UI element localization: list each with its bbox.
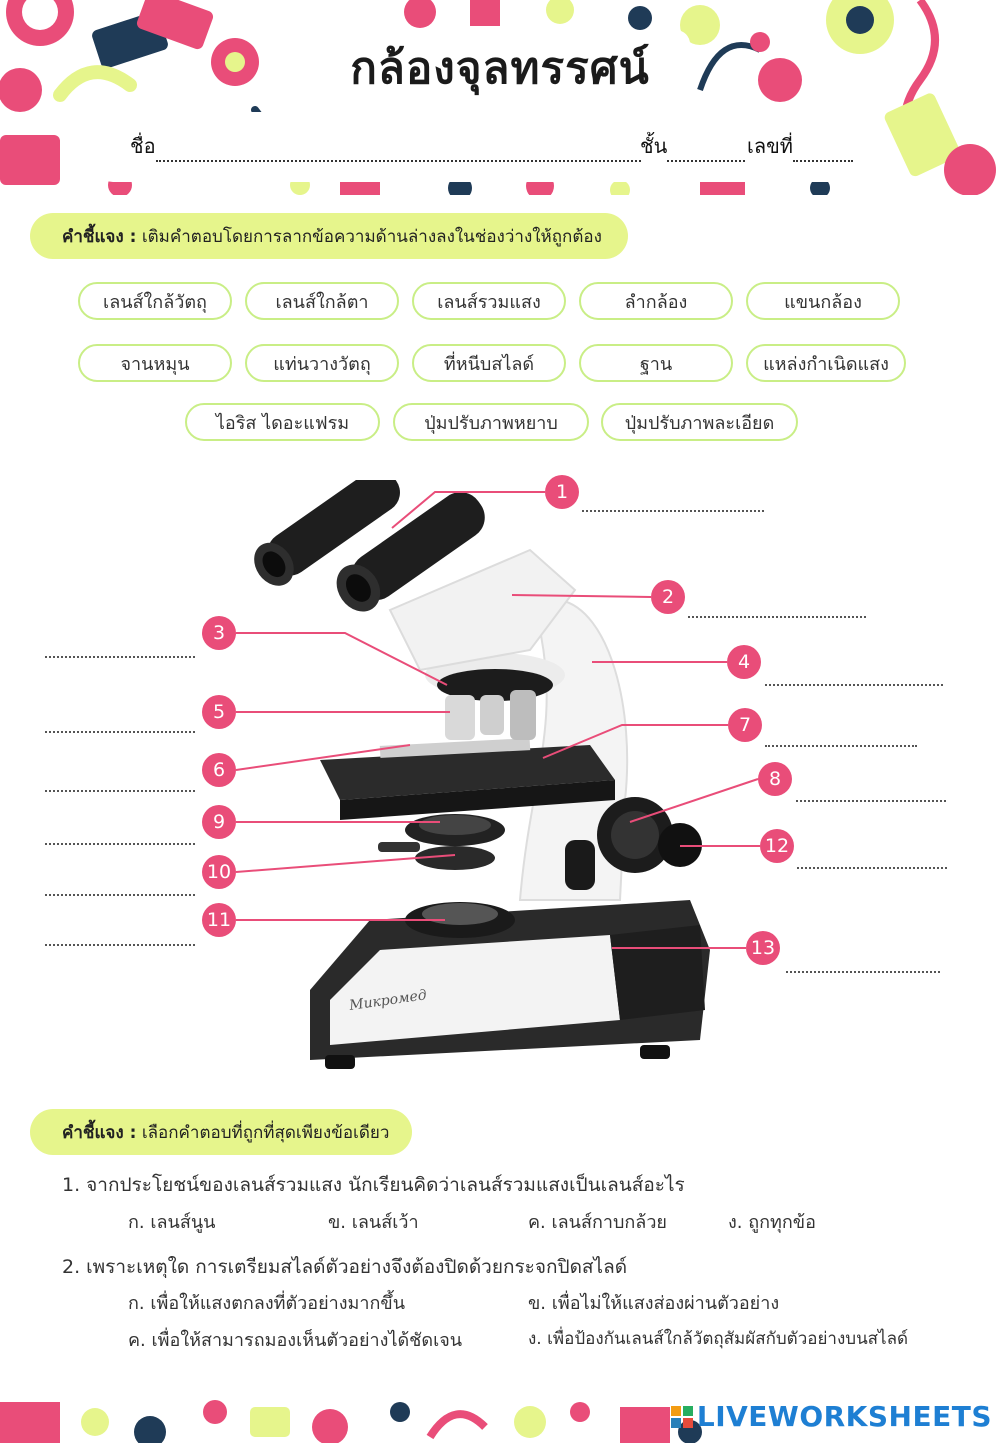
- word-chip[interactable]: แท่นวางวัตถุ: [245, 344, 399, 382]
- label-badge-5: 5: [202, 695, 236, 729]
- liveworksheets-logo-icon: [670, 1405, 693, 1428]
- answer-field-3[interactable]: [45, 642, 195, 658]
- doodle-pattern: [0, 0, 996, 195]
- answer-field-7[interactable]: [765, 731, 917, 747]
- word-chip[interactable]: แหล่งกำเนิดแสง: [746, 344, 906, 382]
- instruction-banner-1: คำชี้แจง : เติมคำตอบโดยการลากข้อความด้าน…: [30, 213, 628, 259]
- q2-option-c[interactable]: ค. เพื่อให้สามารถมองเห็นตัวอย่างได้ชัดเจ…: [128, 1330, 463, 1351]
- word-chip[interactable]: ลำกล้อง: [579, 282, 733, 320]
- instruction-banner-2: คำชี้แจง : เลือกคำตอบที่ถูกที่สุดเพียงข้…: [30, 1109, 412, 1155]
- label-badge-7: 7: [728, 708, 762, 742]
- liveworksheets-logo[interactable]: LIVEWORKSHEETS: [670, 1400, 992, 1433]
- answer-field-8[interactable]: [796, 786, 946, 802]
- number-label: เลขที่: [747, 134, 793, 158]
- title-box: กล้องจุลทรรศน์: [310, 30, 690, 106]
- q1-option-a[interactable]: ก. เลนส์นูน: [128, 1212, 216, 1233]
- word-chip[interactable]: เลนส์ใกล้วัตถุ: [78, 282, 232, 320]
- word-chip[interactable]: เลนส์รวมแสง: [412, 282, 566, 320]
- footer-banner: LIVEWORKSHEETS: [0, 1392, 1000, 1443]
- word-chip[interactable]: จานหมุน: [78, 344, 232, 382]
- word-chip[interactable]: ปุ่มปรับภาพหยาบ: [393, 403, 589, 441]
- word-chip[interactable]: ฐาน: [579, 344, 733, 382]
- label-badge-1: 1: [545, 475, 579, 509]
- label-badge-11: 11: [202, 903, 236, 937]
- number-blank: [792, 140, 853, 162]
- answer-field-13[interactable]: [786, 957, 940, 973]
- word-chip[interactable]: ปุ่มปรับภาพละเอียด: [601, 403, 798, 441]
- answer-field-12[interactable]: [797, 853, 947, 869]
- name-label: ชื่อ: [130, 134, 156, 158]
- answer-field-6[interactable]: [45, 776, 195, 792]
- label-badge-2: 2: [651, 580, 685, 614]
- q1-option-d[interactable]: ง. ถูกทุกข้อ: [728, 1212, 816, 1233]
- label-badge-13: 13: [746, 931, 780, 965]
- answer-field-4[interactable]: [765, 670, 943, 686]
- q2-option-a[interactable]: ก. เพื่อให้แสงตกลงที่ตัวอย่างมากขึ้น: [128, 1293, 406, 1314]
- answer-field-2[interactable]: [688, 602, 866, 618]
- instruction-label-2: คำชี้แจง :: [62, 1122, 137, 1143]
- instruction-label-1: คำชี้แจง :: [62, 226, 137, 247]
- label-badge-8: 8: [758, 762, 792, 796]
- word-chip[interactable]: เลนส์ใกล้ตา: [245, 282, 399, 320]
- header-banner: กล้องจุลทรรศน์ ชื่อ ชั้น เลขที่: [0, 0, 1000, 195]
- question-2: 2. เพราะเหตุใด การเตรียมสไลด์ตัวอย่างจึง…: [62, 1256, 628, 1278]
- instruction-text-2: เลือกคำตอบที่ถูกที่สุดเพียงข้อเดียว: [141, 1122, 390, 1143]
- answer-field-5[interactable]: [45, 717, 195, 733]
- q1-option-b[interactable]: ข. เลนส์เว้า: [328, 1212, 419, 1233]
- label-badge-12: 12: [760, 829, 794, 863]
- q2-option-b[interactable]: ข. เพื่อไม่ให้แสงส่องผ่านตัวอย่าง: [528, 1293, 780, 1314]
- word-chip[interactable]: ที่หนีบสไลด์: [412, 344, 566, 382]
- answer-field-1[interactable]: [582, 496, 764, 512]
- answer-field-10[interactable]: [45, 880, 195, 896]
- label-badge-3: 3: [202, 616, 236, 650]
- liveworksheets-brand: LIVEWORKSHEETS: [696, 1400, 992, 1433]
- footer-doodle-pattern: [0, 1400, 702, 1443]
- label-badge-6: 6: [202, 753, 236, 787]
- class-blank: [667, 140, 746, 162]
- instruction-text-1: เติมคำตอบโดยการลากข้อความด้านล่างลงในช่อ…: [141, 226, 602, 247]
- word-chip[interactable]: ไอริส ไดอะแฟรม: [185, 403, 380, 441]
- name-blank: [155, 140, 641, 162]
- label-badge-4: 4: [727, 645, 761, 679]
- q1-option-c[interactable]: ค. เลนส์กาบกล้วย: [528, 1212, 667, 1233]
- class-label: ชั้น: [640, 134, 668, 158]
- label-badge-9: 9: [202, 805, 236, 839]
- q2-option-d[interactable]: ง. เพื่อป้องกันเลนส์ใกล้วัตถุสัมผัสกับตั…: [528, 1329, 909, 1349]
- student-info-row: ชื่อ ชั้น เลขที่: [95, 112, 885, 182]
- answer-field-9[interactable]: [45, 829, 195, 845]
- question-1: 1. จากประโยชน์ของเลนส์รวมแสง นักเรียนคิด…: [62, 1174, 685, 1196]
- worksheet-title: กล้องจุลทรรศน์: [350, 43, 650, 94]
- answer-field-11[interactable]: [45, 930, 195, 946]
- label-badge-10: 10: [202, 855, 236, 889]
- word-chip[interactable]: แขนกล้อง: [746, 282, 900, 320]
